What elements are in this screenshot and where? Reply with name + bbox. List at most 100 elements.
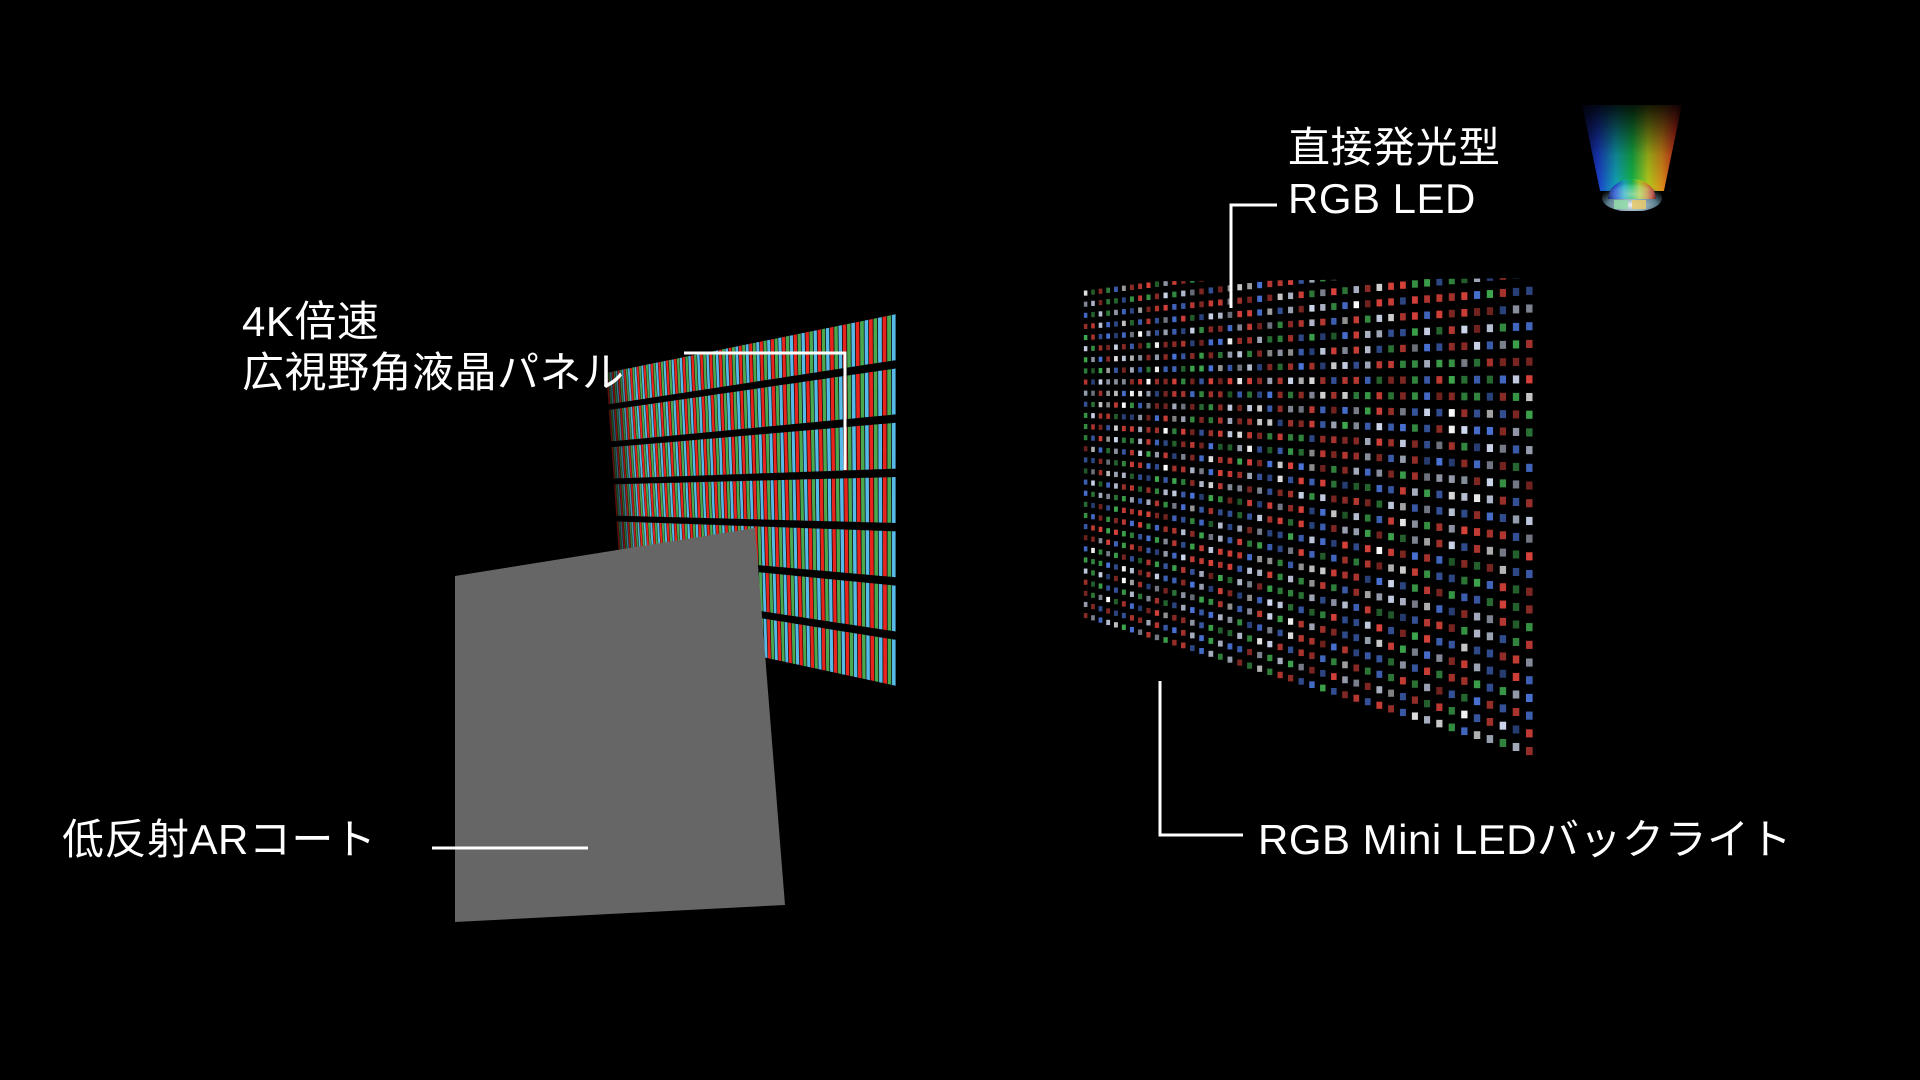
lcd-subpixel xyxy=(686,440,691,476)
mini-led-dot xyxy=(1448,326,1455,334)
mini-led-dot xyxy=(1106,459,1110,465)
mini-led-dot xyxy=(1098,560,1103,567)
lcd-subpixel xyxy=(608,372,612,404)
lcd-subpixel xyxy=(864,319,869,365)
mini-led-dot xyxy=(1486,598,1494,607)
mini-led-dot xyxy=(1199,648,1204,654)
lcd-subpixel xyxy=(652,443,657,478)
mini-led-dot xyxy=(1138,522,1143,528)
mini-led-dot xyxy=(1512,357,1520,366)
lcd-subpixel xyxy=(878,583,883,630)
mini-led-dot xyxy=(1208,624,1214,631)
mini-led-dot xyxy=(1247,459,1252,466)
lcd-subpixel xyxy=(659,483,664,517)
mini-led-dot xyxy=(1190,480,1195,486)
mini-led-dot xyxy=(1138,510,1143,516)
lcd-subpixel xyxy=(616,408,620,441)
mini-led-dot xyxy=(1199,468,1204,475)
lcd-subpixel xyxy=(836,529,841,573)
mini-led-dot xyxy=(1163,292,1168,299)
mini-led-dot xyxy=(1486,632,1494,641)
lcd-subpixel xyxy=(613,446,617,479)
mini-led-dot xyxy=(1320,494,1326,502)
mini-led-dot xyxy=(1247,377,1252,385)
mini-led-dot xyxy=(1237,525,1243,532)
lcd-subpixel xyxy=(725,437,730,475)
lcd-subpixel xyxy=(625,521,630,554)
mini-led-dot xyxy=(1320,391,1326,399)
lcd-subpixel xyxy=(632,406,637,440)
mini-led-dot xyxy=(1277,461,1283,469)
mini-led-dot xyxy=(1342,676,1348,684)
mini-led-dot xyxy=(1512,305,1520,314)
mini-led-dot xyxy=(1499,323,1507,332)
mini-led-dot xyxy=(1320,523,1326,531)
mini-led-dot xyxy=(1257,501,1263,508)
lcd-subpixel xyxy=(761,387,765,428)
mini-led-dot xyxy=(1388,360,1394,369)
mini-led-dot xyxy=(1129,544,1134,550)
mini-led-dot xyxy=(1526,516,1533,526)
lcd-subpixel xyxy=(702,482,707,518)
mini-led-dot xyxy=(1298,577,1304,585)
mini-led-dot xyxy=(1424,716,1431,724)
mini-led-dot xyxy=(1091,334,1095,340)
mini-led-dot xyxy=(1486,546,1494,555)
lcd-subpixel xyxy=(789,527,794,569)
mini-led-dot xyxy=(1499,704,1507,713)
mini-led-dot xyxy=(1114,413,1118,420)
mini-led-dot xyxy=(1298,305,1304,313)
lcd-subpixel xyxy=(628,407,632,440)
mini-led-dot xyxy=(1461,308,1468,317)
lcd-subpixel xyxy=(696,482,701,518)
mini-led-dot xyxy=(1208,482,1214,489)
mini-led-dot xyxy=(1424,683,1431,692)
mini-led-dot xyxy=(1400,344,1406,353)
mini-led-dot xyxy=(1237,458,1243,465)
mini-led-dot xyxy=(1364,300,1371,308)
mini-led-dot xyxy=(1146,475,1151,481)
lcd-subpixel xyxy=(629,521,634,555)
mini-led-dot xyxy=(1217,561,1223,568)
mini-led-dot xyxy=(1411,600,1418,608)
mini-led-dot xyxy=(1342,391,1348,399)
lcd-subpixel xyxy=(869,371,874,417)
lcd-subpixel xyxy=(814,429,819,472)
rgb-led-emitter-logo-svg xyxy=(1578,103,1686,212)
lcd-subpixel xyxy=(648,483,652,517)
lcd-subpixel xyxy=(626,407,630,440)
lcd-subpixel xyxy=(802,381,807,424)
lcd-subpixel xyxy=(788,479,793,521)
mini-led-dot xyxy=(1129,426,1134,432)
mini-led-dot xyxy=(1277,503,1283,511)
mini-led-dot xyxy=(1237,391,1243,398)
mini-led-dot xyxy=(1121,484,1126,490)
lcd-subpixel xyxy=(676,399,680,436)
mini-led-dot xyxy=(1277,321,1283,329)
lcd-subpixel xyxy=(691,355,696,392)
mini-led-dot xyxy=(1526,428,1533,437)
lcd-subpixel xyxy=(717,393,722,432)
mini-led-dot xyxy=(1436,441,1443,450)
mini-led-dot xyxy=(1121,285,1126,291)
lcd-subpixel xyxy=(783,384,787,425)
mini-led-dot xyxy=(1448,508,1455,517)
mini-led-dot xyxy=(1091,424,1095,430)
lcd-subpixel xyxy=(762,434,767,474)
mini-led-dot xyxy=(1512,620,1520,629)
mini-led-dot xyxy=(1138,355,1143,361)
mini-led-dot xyxy=(1436,621,1443,630)
mini-led-dot xyxy=(1412,376,1418,384)
mini-led-dot xyxy=(1486,375,1494,384)
mini-led-dot xyxy=(1091,446,1095,452)
mini-led-dot xyxy=(1199,532,1204,539)
mini-led-dot xyxy=(1154,354,1160,361)
mini-led-dot xyxy=(1227,404,1233,411)
lcd-subpixel xyxy=(662,401,667,437)
mini-led-dot xyxy=(1412,280,1418,288)
mini-led-dot xyxy=(1486,581,1494,589)
mini-led-dot xyxy=(1298,606,1304,614)
mini-led-dot xyxy=(1083,379,1088,385)
mini-led-dot xyxy=(1154,378,1160,385)
lcd-subpixel xyxy=(722,348,726,387)
